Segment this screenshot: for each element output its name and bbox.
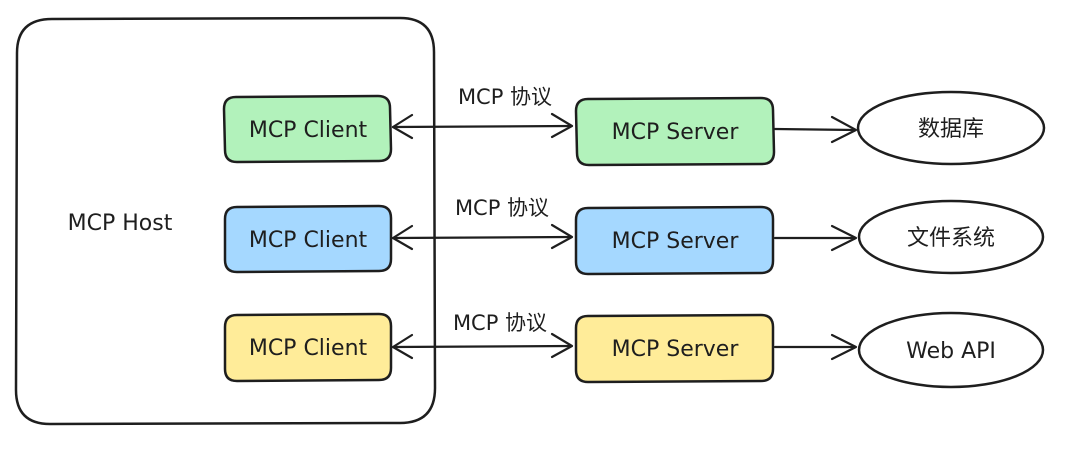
server-label: MCP Server — [612, 337, 740, 362]
host-label: MCP Host — [68, 211, 173, 236]
server-label: MCP Server — [612, 120, 740, 145]
server-box — [574, 205, 775, 276]
row-1: MCP Client MCP 协议 MCP Server 数据库 — [222, 85, 1046, 167]
resource-label: 文件系统 — [907, 226, 995, 251]
resource-ellipse — [857, 311, 1045, 389]
client-box — [223, 204, 393, 274]
row-3: MCP Client MCP 协议 MCP Server Web API — [223, 311, 1045, 389]
row-2: MCP Client MCP 协议 MCP Server 文件系统 — [223, 196, 1045, 276]
resource-label: Web API — [906, 339, 996, 364]
client-label: MCP Client — [249, 228, 368, 253]
protocol-arrow-line — [391, 235, 573, 240]
server-label: MCP Server — [612, 229, 740, 254]
protocol-arrowhead-left — [391, 224, 414, 251]
client-label: MCP Client — [249, 118, 368, 143]
protocol-arrowhead-right — [550, 223, 574, 250]
protocol-arrowhead-right — [550, 332, 574, 359]
resource-label: 数据库 — [918, 117, 984, 142]
resource-arrowhead — [830, 224, 858, 252]
resource-arrow-line — [773, 127, 857, 132]
protocol-label: MCP 协议 — [455, 196, 549, 220]
client-label: MCP Client — [249, 336, 368, 361]
protocol-arrowhead-left — [391, 113, 414, 140]
resource-arrowhead — [830, 115, 858, 144]
resource-arrowhead — [830, 333, 858, 361]
protocol-arrowhead-right — [550, 112, 574, 139]
server-box — [574, 313, 775, 384]
resource-ellipse — [857, 199, 1045, 275]
server-box — [574, 96, 776, 167]
protocol-label: MCP 协议 — [458, 85, 552, 109]
resource-ellipse — [856, 90, 1046, 166]
protocol-arrow-line — [391, 344, 573, 349]
client-box — [223, 312, 393, 383]
host-container — [14, 16, 437, 426]
protocol-arrowhead-left — [391, 333, 414, 360]
protocol-label: MCP 协议 — [453, 311, 547, 335]
client-box — [222, 94, 393, 164]
protocol-arrow-line — [391, 124, 573, 129]
